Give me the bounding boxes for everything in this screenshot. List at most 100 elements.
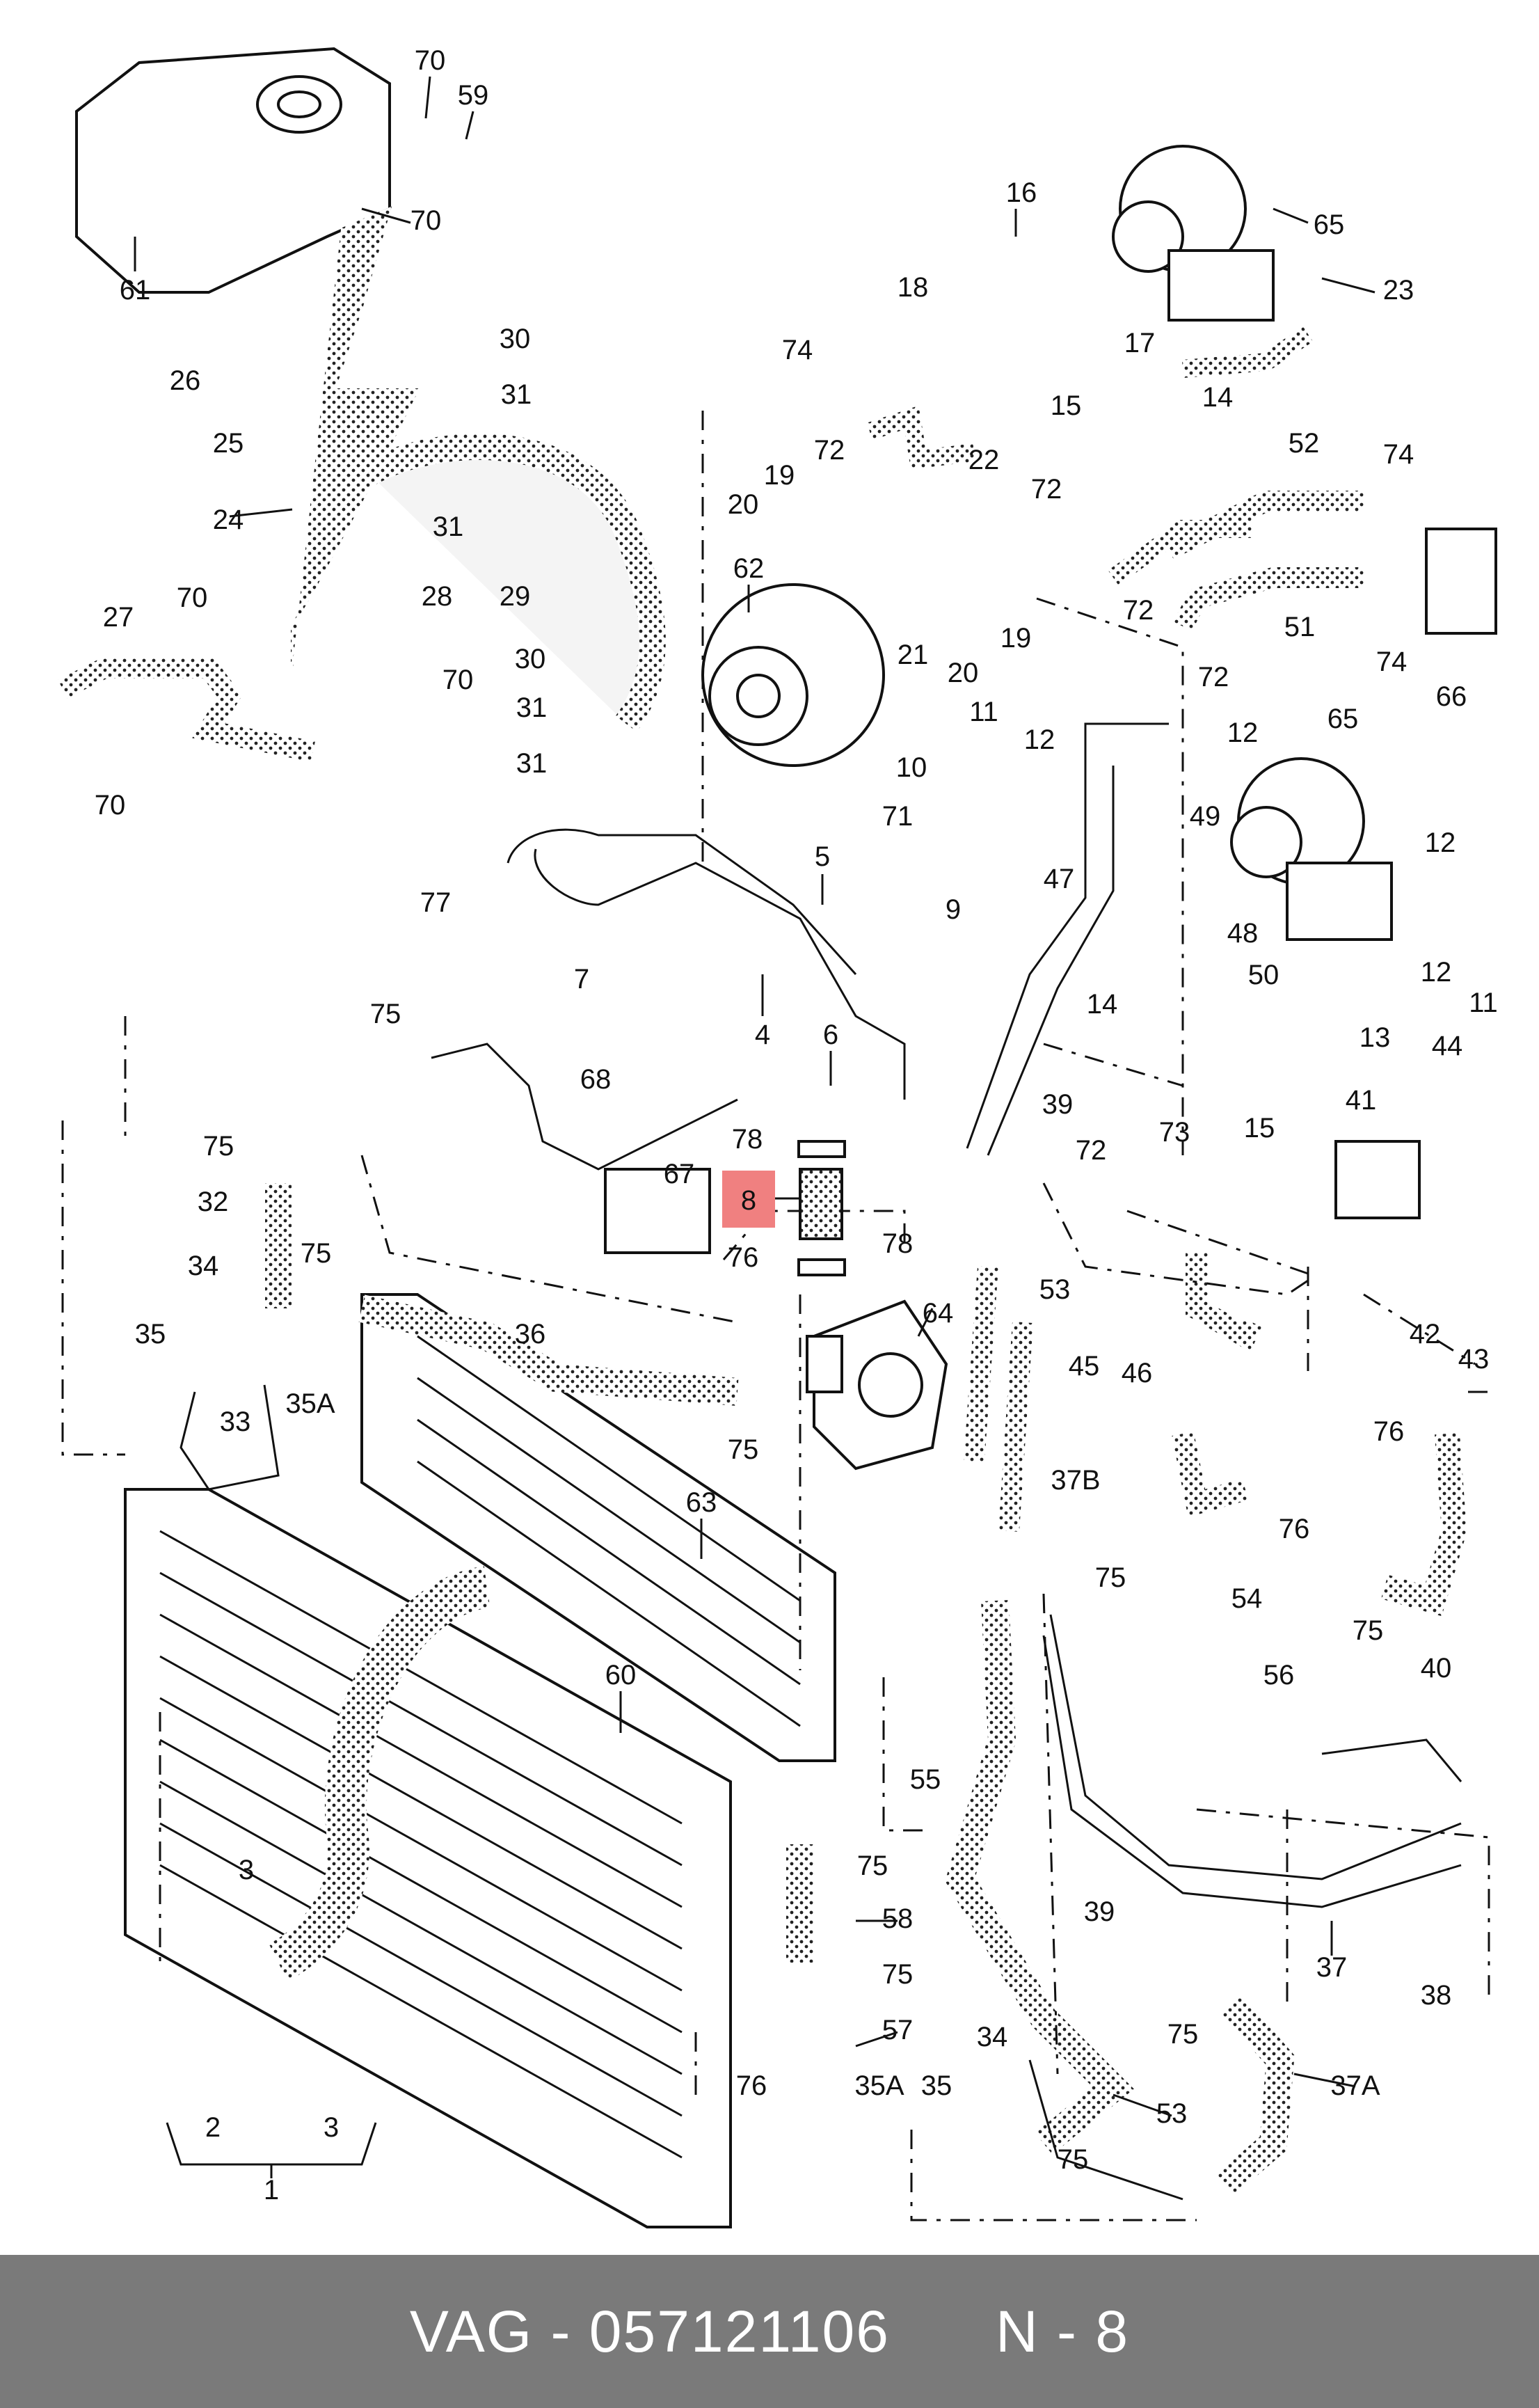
callout-7: 7 [574, 964, 589, 995]
callout-13: 13 [1359, 1022, 1391, 1053]
callout-62: 62 [733, 553, 765, 584]
callout-75: 75 [1058, 2144, 1089, 2175]
callout-12: 12 [1421, 957, 1452, 988]
callout-55: 55 [910, 1764, 941, 1795]
callout-44: 44 [1432, 1031, 1463, 1061]
callout-76: 76 [1373, 1416, 1405, 1447]
brand: VAG [409, 2298, 534, 2364]
callout-42: 42 [1410, 1319, 1441, 1349]
part-number: 057121106 [589, 2298, 890, 2364]
callout-48: 48 [1227, 918, 1259, 949]
callout-18: 18 [898, 272, 929, 303]
callout-35: 35 [135, 1319, 166, 1349]
callout-14: 14 [1202, 382, 1234, 413]
callout-70: 70 [415, 45, 446, 76]
callout-51: 51 [1284, 612, 1316, 642]
callout-26: 26 [170, 365, 201, 396]
callout-35A: 35A [854, 2070, 904, 2101]
callout-63: 63 [686, 1487, 717, 1518]
callout-46: 46 [1122, 1358, 1153, 1388]
callout-65: 65 [1327, 704, 1359, 734]
callout-53: 53 [1156, 2098, 1188, 2129]
callout-39: 39 [1084, 1896, 1115, 1927]
callout-72: 72 [1031, 474, 1062, 505]
callout-28: 28 [422, 581, 453, 612]
callout-11: 11 [1469, 988, 1498, 1018]
callout-24: 24 [213, 505, 244, 535]
callout-75: 75 [1353, 1615, 1384, 1646]
callout-74: 74 [1376, 647, 1408, 677]
callout-57: 57 [882, 2015, 914, 2045]
callout-66: 66 [1436, 681, 1467, 712]
callout-40: 40 [1421, 1653, 1452, 1684]
callout-49: 49 [1190, 801, 1221, 832]
separator: - [1057, 2298, 1078, 2364]
circulation-pump [1334, 1140, 1421, 1219]
callout-19: 19 [1000, 623, 1032, 654]
callout-35: 35 [921, 2070, 952, 2101]
auxiliary-radiator [360, 1293, 836, 1762]
callout-75: 75 [203, 1131, 234, 1162]
callout-37B: 37B [1051, 1465, 1100, 1496]
callout-9: 9 [946, 894, 961, 925]
coolant-hoses [58, 206, 1467, 2196]
callout-78: 78 [732, 1124, 763, 1155]
highlighted-part-8[interactable]: 8 [722, 1140, 846, 1276]
callout-36: 36 [515, 1319, 546, 1349]
callout-58: 58 [882, 1903, 914, 1934]
callout-72: 72 [1123, 595, 1154, 626]
callout-12: 12 [1425, 827, 1456, 858]
radiator [124, 1488, 732, 2228]
callout-31: 31 [501, 379, 532, 410]
callout-17: 17 [1124, 328, 1156, 358]
callout-75: 75 [728, 1434, 759, 1465]
callout-72: 72 [1076, 1135, 1107, 1166]
callout-45: 45 [1069, 1351, 1100, 1381]
callout-76: 76 [1279, 1514, 1310, 1544]
callout-30: 30 [500, 324, 531, 354]
callout-54: 54 [1231, 1583, 1263, 1614]
position-number: 8 [1095, 2298, 1130, 2364]
auxiliary-pump [604, 1168, 711, 1254]
callout-10: 10 [896, 752, 927, 783]
callout-70: 70 [442, 665, 474, 695]
callout-23: 23 [1383, 275, 1414, 306]
callout-77: 77 [420, 887, 452, 918]
callout-78: 78 [882, 1228, 914, 1259]
separator: - [550, 2298, 572, 2364]
coolant-system-exploded-diagram: 8 70 59 70 61 30 31 26 25 24 31 29 28 27… [58, 45, 1498, 2228]
callout-35A: 35A [285, 1388, 335, 1419]
callout-75: 75 [301, 1238, 332, 1269]
callout-21: 21 [898, 640, 929, 670]
alternator [701, 583, 885, 767]
oil-cooler [1425, 528, 1497, 635]
callout-75: 75 [1095, 1562, 1126, 1593]
callout-70: 70 [410, 205, 442, 236]
callout-76: 76 [736, 2070, 767, 2101]
callout-70: 70 [95, 790, 126, 821]
callout-60: 60 [605, 1660, 637, 1690]
callout-50: 50 [1248, 960, 1279, 990]
turbocharger-upper [1112, 145, 1275, 322]
position-prefix: N [996, 2298, 1039, 2364]
callout-59: 59 [458, 80, 489, 111]
part-reference: VAG - 057121106 N - 8 [410, 2298, 1129, 2366]
callout-31: 31 [433, 512, 464, 542]
callout-2: 2 [205, 2112, 221, 2143]
callout-20: 20 [948, 658, 979, 688]
callout-3: 3 [239, 1855, 254, 1885]
callout-29: 29 [500, 581, 531, 612]
coolant-pipes [180, 722, 1462, 2201]
callout-56: 56 [1263, 1660, 1295, 1690]
callout-76: 76 [728, 1242, 759, 1273]
callout-33: 33 [220, 1407, 251, 1437]
assembly-guide-lines [61, 411, 1496, 2221]
callout-31: 31 [516, 748, 548, 779]
callout-74: 74 [782, 335, 813, 365]
turbocharger-lower [1230, 757, 1393, 941]
callout-25: 25 [213, 428, 244, 459]
callout-20: 20 [728, 489, 759, 520]
callout-3: 3 [324, 2112, 339, 2143]
callout-75: 75 [857, 1851, 888, 1881]
callout-67: 67 [664, 1159, 695, 1189]
